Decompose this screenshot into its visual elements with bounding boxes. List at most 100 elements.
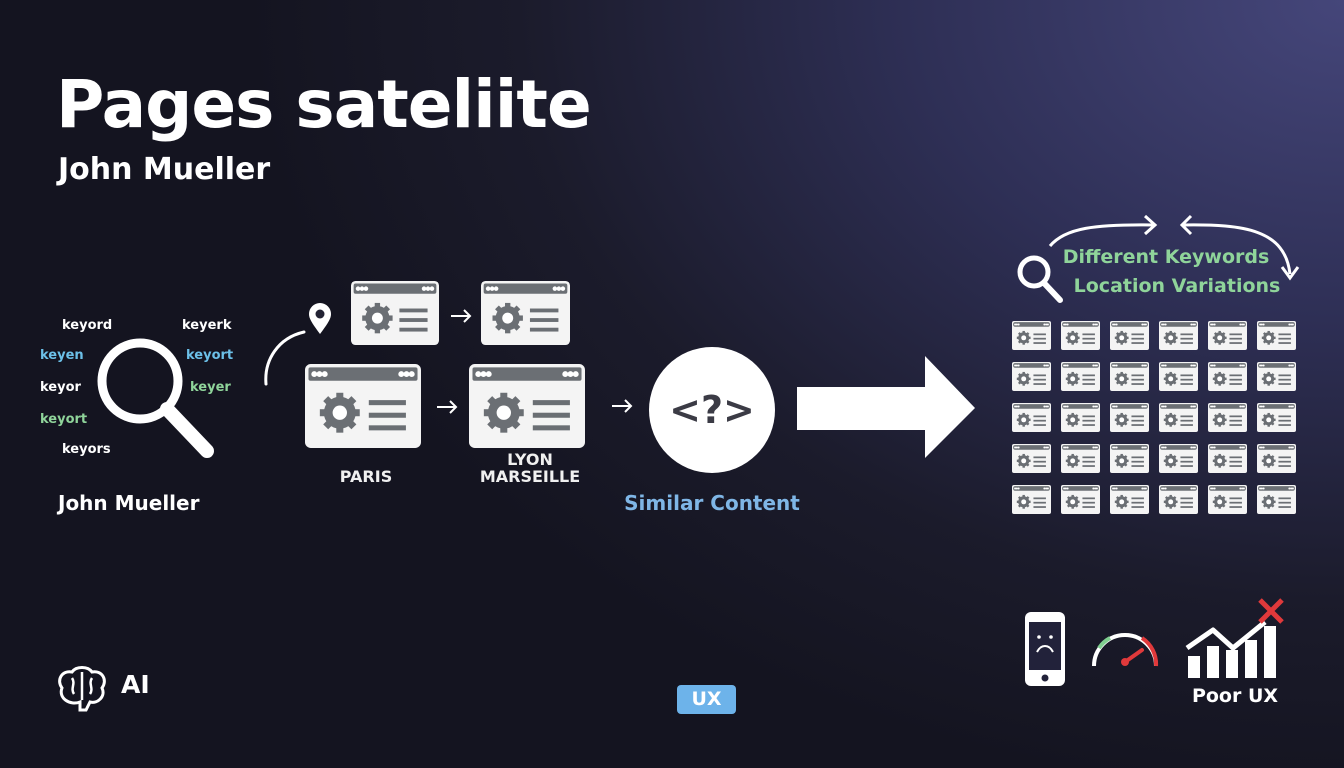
keyword-text: keyord [62,318,113,333]
satellite-page-card [1110,444,1149,477]
poor-ux-label: Poor UX [1191,685,1279,707]
big-arrow-right-icon [797,356,975,458]
keyword-text: keyors [62,442,111,457]
webpage-icon [1208,321,1247,350]
webpage-icon [1159,485,1198,514]
city-label-paris: PARIS [339,467,393,486]
keyword-text: keyer [190,380,231,395]
webpage-icon [1257,362,1296,391]
satellite-page-card [1257,403,1296,436]
satellite-page-card [1257,321,1296,354]
satellite-page-card [1208,403,1247,436]
city-label-marseille: MARSEILLE [479,467,581,486]
satellite-page-card [1110,321,1149,354]
brain-icon [58,666,106,712]
satellite-page-card [1159,485,1198,518]
different-keywords-label: Different Keywords [1062,246,1270,268]
satellite-page-card [1012,403,1051,436]
satellite-page-card [1061,362,1100,395]
satellite-page-card [1208,362,1247,395]
satellite-page-card [1012,362,1051,395]
webpage-icon [1012,485,1051,514]
page-subtitle: John Mueller [58,152,271,187]
arrow-right-icon [437,400,458,414]
location-variations-label: Location Variations [1073,275,1281,297]
magnifier-icon [97,338,214,458]
webpage-icon [469,364,585,448]
webpage-icon [1208,362,1247,391]
similar-content-label: Similar Content [624,491,800,515]
failing-growth-chart-icon [1185,598,1284,678]
webpage-icon [1159,321,1198,350]
keyword-text: keyor [40,380,81,395]
webpage-icon [1257,444,1296,473]
satellite-page-card [1208,321,1247,354]
webpage-icon [1061,403,1100,432]
webpage-icon [1012,321,1051,350]
webpage-icon [1257,403,1296,432]
satellite-page-card [1159,321,1198,354]
webpage-icon [1110,403,1149,432]
webpage-icon [1208,403,1247,432]
webpage-icon [1012,403,1051,432]
location-pin-icon [309,303,331,334]
search-icon [1017,255,1063,303]
webpage-icon [1061,321,1100,350]
page-card [481,281,570,349]
city-label-lyon-marseille: LYON MARSEILLE [470,451,590,485]
satellite-page-card [1061,444,1100,477]
keyword-text: keyort [186,348,234,363]
satellite-page-card [1208,444,1247,477]
satellite-page-card [1159,444,1198,477]
code-question-icon: <?> [669,388,755,432]
webpage-icon [1110,485,1149,514]
satellite-page-card [1159,403,1198,436]
keyword-text: keyen [40,348,84,363]
webpage-icon [1012,444,1051,473]
webpage-icon [1159,403,1198,432]
satellite-page-card [1061,403,1100,436]
satellite-page-card [1208,485,1247,518]
webpage-icon [1159,362,1198,391]
ux-badge: UX [677,685,736,714]
left-author-label: John Mueller [58,491,200,515]
webpage-icon [1061,485,1100,514]
satellite-page-card [1012,485,1051,518]
satellite-page-card [1012,444,1051,477]
arrow-right-icon [451,309,472,323]
webpage-icon [351,281,439,345]
satellite-page-card [1110,362,1149,395]
code-question-circle: <?> [649,347,775,473]
page-card [469,364,585,452]
webpage-icon [1110,444,1149,473]
satellite-page-card [1159,362,1198,395]
webpage-icon [305,364,421,448]
webpage-icon [1257,321,1296,350]
webpage-icon [1061,362,1100,391]
page-card [351,281,439,349]
city-label-lyon: LYON [507,450,553,469]
slow-speedometer-icon [1092,633,1159,667]
satellite-page-card [1061,485,1100,518]
satellite-page-card [1061,321,1100,354]
page-title: Pages sateliite [56,66,592,143]
webpage-icon [1208,444,1247,473]
satellite-page-card [1257,444,1296,477]
arrow-right-icon [612,399,633,413]
sad-phone-icon [1025,612,1065,686]
satellite-page-card [1110,403,1149,436]
page-card [305,364,421,452]
satellite-page-card [1012,321,1051,354]
webpage-icon [481,281,570,345]
satellite-page-card [1257,362,1296,395]
webpage-icon [1110,362,1149,391]
webpage-icon [1110,321,1149,350]
satellite-page-card [1110,485,1149,518]
keyword-text: keyort [40,412,88,427]
webpage-icon [1061,444,1100,473]
keyword-text: keyerk [182,318,232,333]
webpage-icon [1012,362,1051,391]
exchange-arrows-icon [1048,214,1300,281]
webpage-icon [1159,444,1198,473]
webpage-icon [1257,485,1296,514]
